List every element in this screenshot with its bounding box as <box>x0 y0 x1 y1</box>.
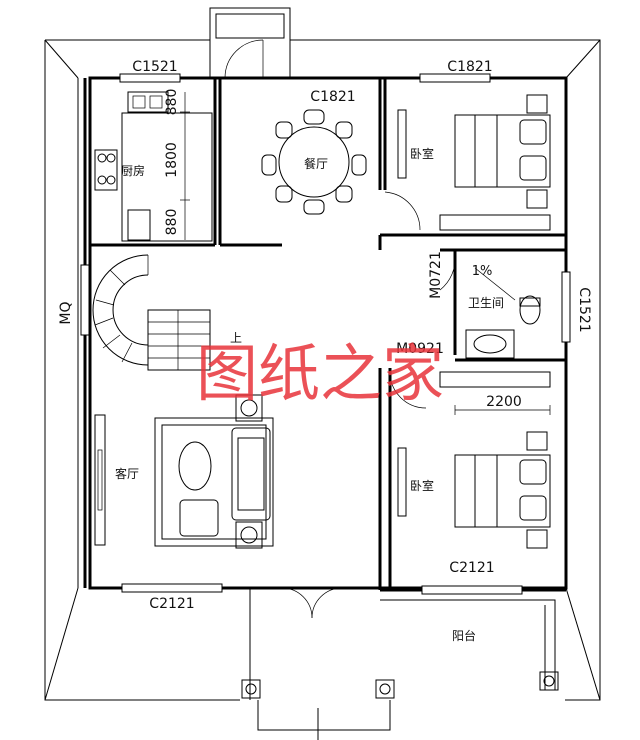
dining-window-label: C1821 <box>310 89 355 105</box>
left-door-label: MQ <box>58 301 74 324</box>
kitchen-dim-mid: 1800 <box>164 142 180 178</box>
kitchen-fixtures <box>94 91 213 242</box>
watermark: 图纸之家 <box>196 337 444 410</box>
kitchen-room-label: 厨房 <box>121 163 145 178</box>
bathroom-fixtures <box>439 254 541 359</box>
front-entry <box>241 587 559 740</box>
stair <box>92 254 211 371</box>
bedroom-top-window-label: C1821 <box>447 59 492 75</box>
living-room-label: 客厅 <box>115 466 139 481</box>
bedroom-bottom-room-label: 卧室 <box>410 478 434 493</box>
dining-table <box>261 109 367 215</box>
bathroom-room-label: 卫生间 <box>468 296 504 310</box>
slope-label: 1% <box>472 264 493 279</box>
bedroom-width-dim: 2200 <box>486 394 522 410</box>
bathroom-door-label: M0721 <box>428 251 444 299</box>
living-furniture <box>94 394 274 549</box>
kitchen-dim-top: 880 <box>164 89 180 116</box>
dining-room-label: 餐厅 <box>304 156 328 171</box>
bedroom-bottom-furniture <box>389 371 551 549</box>
balcony-room-label: 阳台 <box>452 628 476 643</box>
bedroom-bottom-window-label: C2121 <box>449 560 494 576</box>
exterior-walls <box>83 76 568 590</box>
kitchen-window-label: C1521 <box>132 59 177 75</box>
windows <box>80 73 571 595</box>
bedroom-top-room-label: 卧室 <box>410 146 434 161</box>
stair-up-label: 上 <box>230 331 242 345</box>
bathroom-window-label: C1521 <box>576 287 592 332</box>
rear-entry <box>209 7 291 79</box>
bedroom-door-label: M0921 <box>396 341 444 357</box>
kitchen-dim-bottom: 880 <box>164 209 180 236</box>
bedroom-top-furniture <box>384 94 551 231</box>
living-window-label: C2121 <box>149 596 194 612</box>
